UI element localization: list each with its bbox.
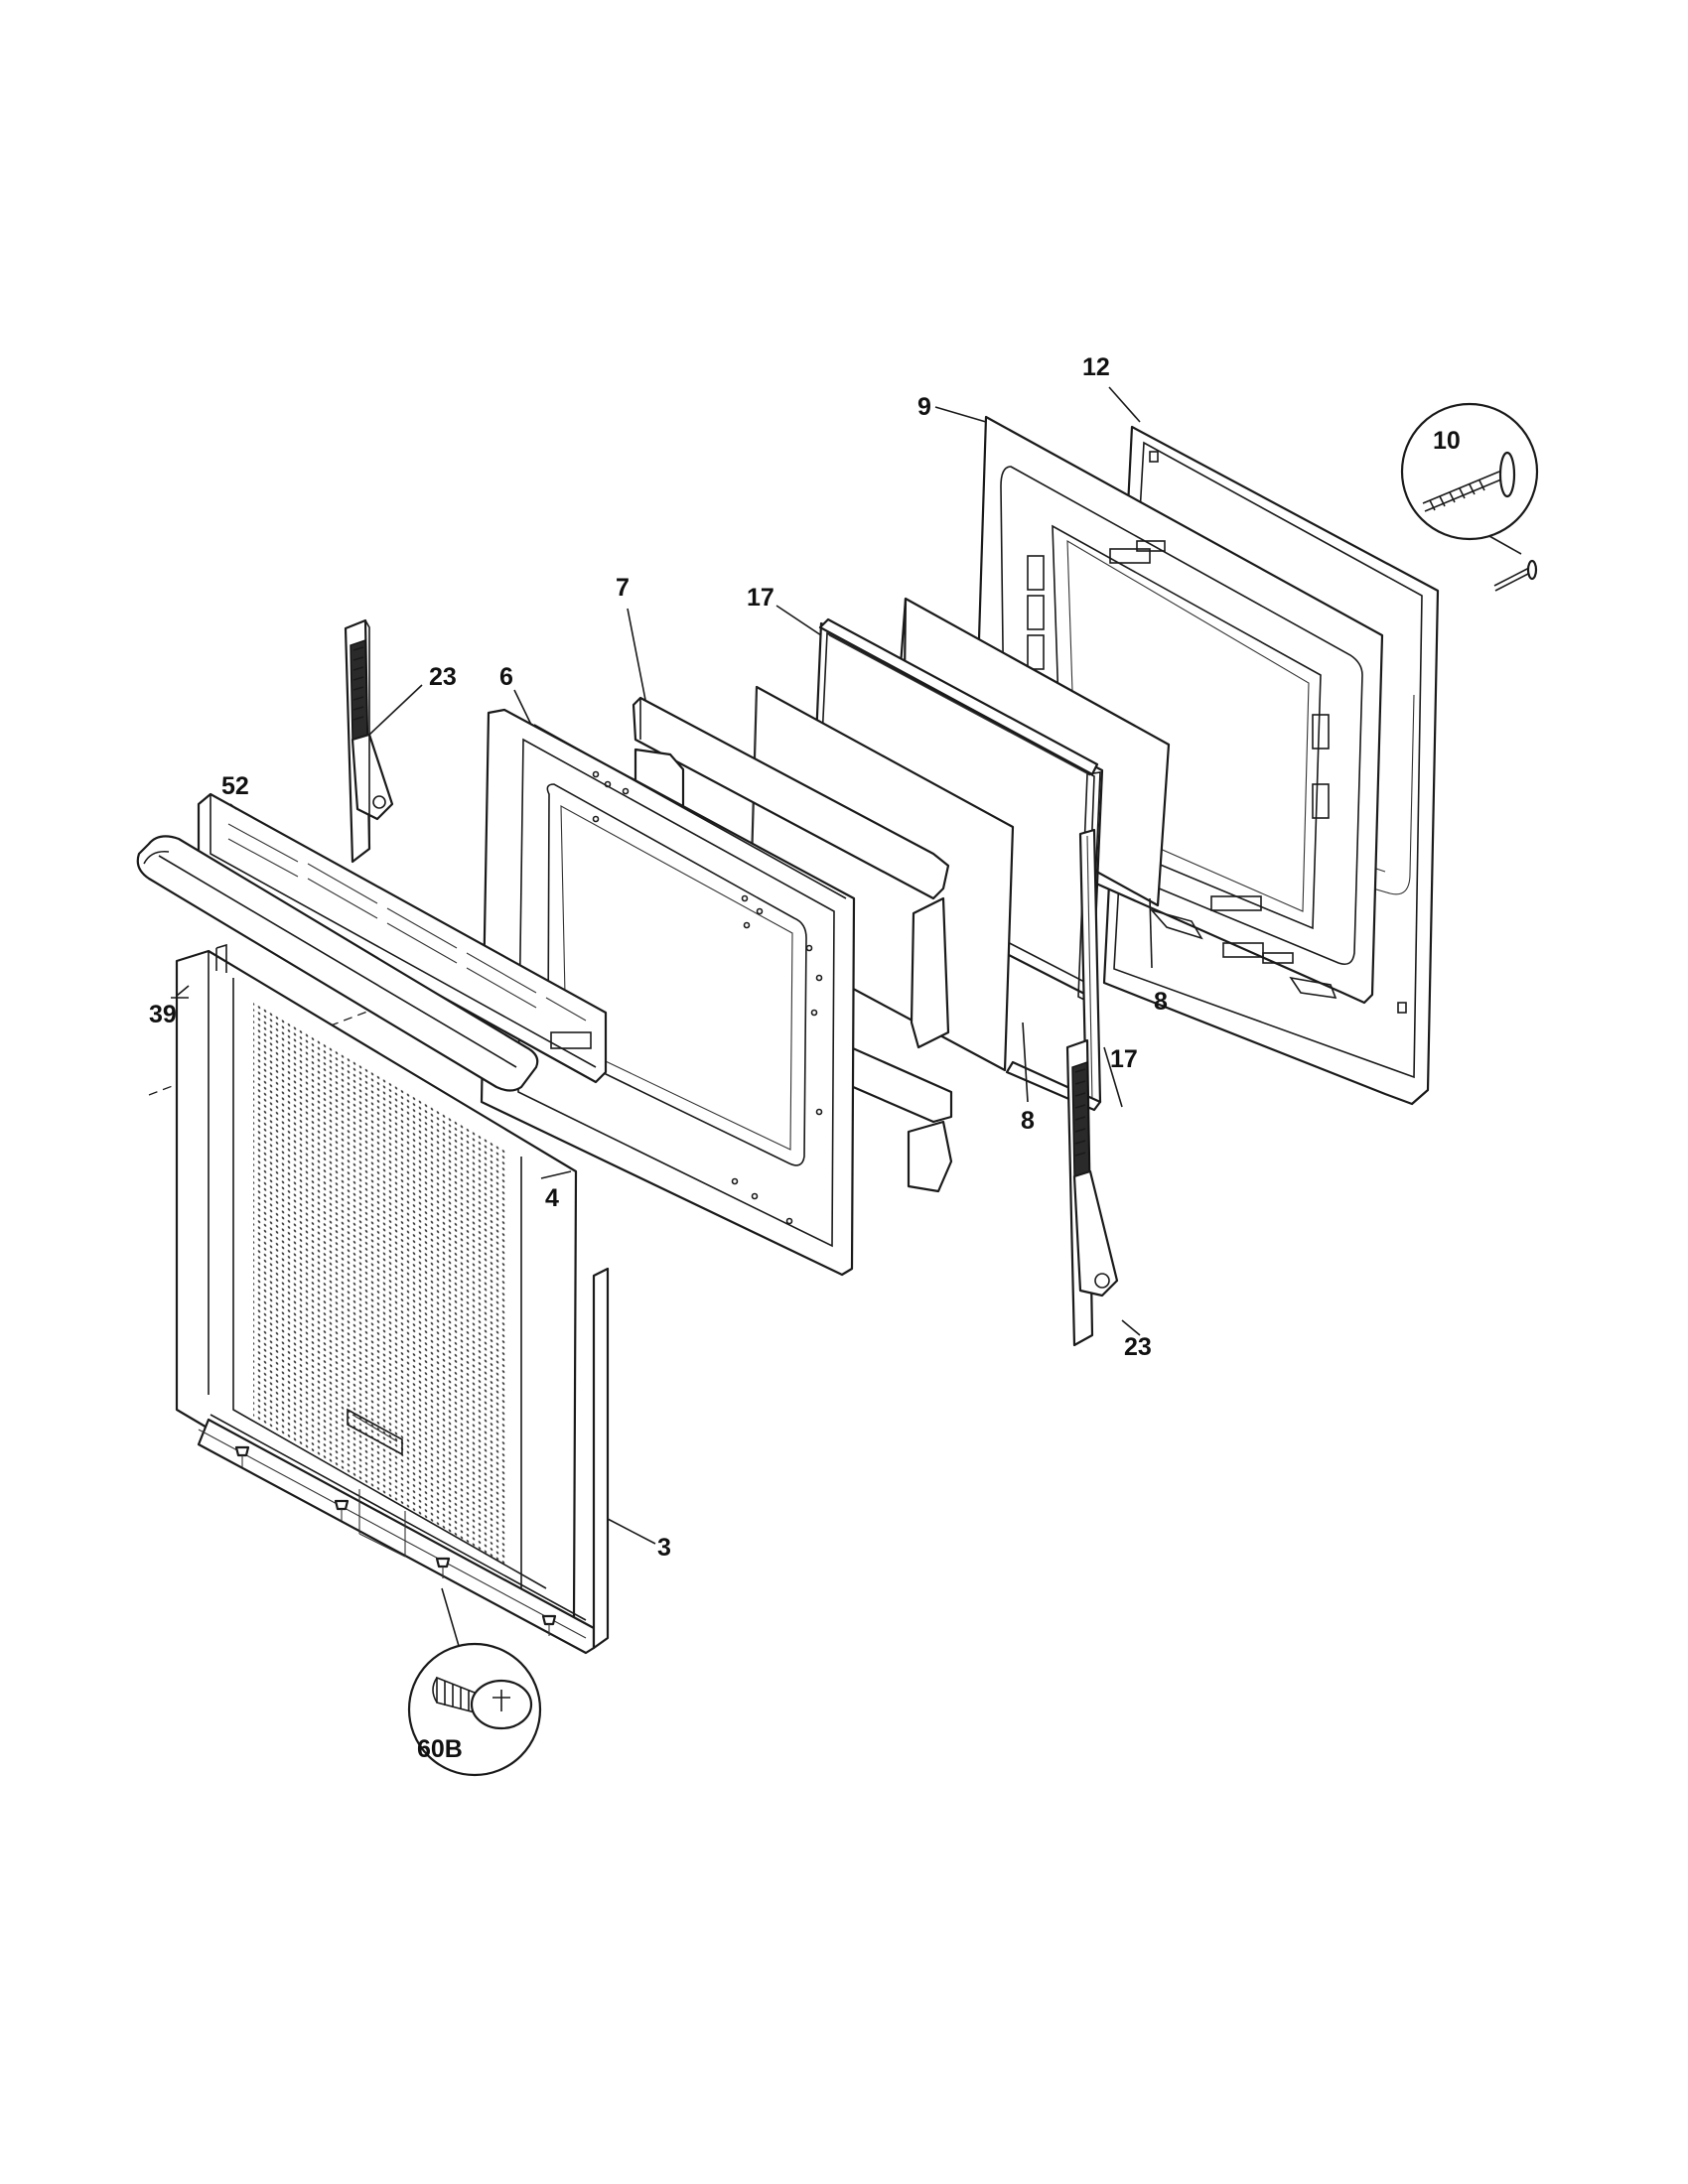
callout-60b: 60B [417, 1735, 463, 1763]
part-60b-screw-detail [407, 1587, 542, 1777]
callout-7: 7 [616, 574, 630, 602]
callout-23-lower: 23 [1124, 1333, 1152, 1361]
part-23-lower-hinge [1065, 1038, 1119, 1347]
part-10-screw-detail [1400, 402, 1539, 592]
callout-23-upper: 23 [429, 663, 457, 691]
leader-lines [171, 386, 1153, 1545]
callout-8-right: 8 [1154, 988, 1168, 1016]
callout-labels: 12 9 10 17 7 23 6 52 39 8 8 17 4 23 3 60… [149, 353, 1461, 1763]
callout-17-upper: 17 [747, 584, 774, 612]
callout-6: 6 [499, 663, 513, 691]
callout-3: 3 [657, 1534, 671, 1562]
callout-4: 4 [545, 1184, 559, 1212]
part-3-outer-door [197, 943, 610, 1655]
callout-10: 10 [1433, 427, 1461, 455]
frame-holes [592, 770, 823, 1225]
callout-39: 39 [149, 1001, 177, 1028]
callout-17-lower: 17 [1110, 1045, 1138, 1073]
callout-8-center: 8 [1021, 1107, 1035, 1135]
part-23-upper-hinge [344, 618, 394, 864]
callout-12: 12 [1082, 353, 1110, 381]
bottom-screws [234, 1445, 557, 1636]
part-39-door-handle [136, 835, 539, 1092]
callout-9: 9 [917, 393, 931, 421]
callout-52: 52 [221, 772, 249, 800]
